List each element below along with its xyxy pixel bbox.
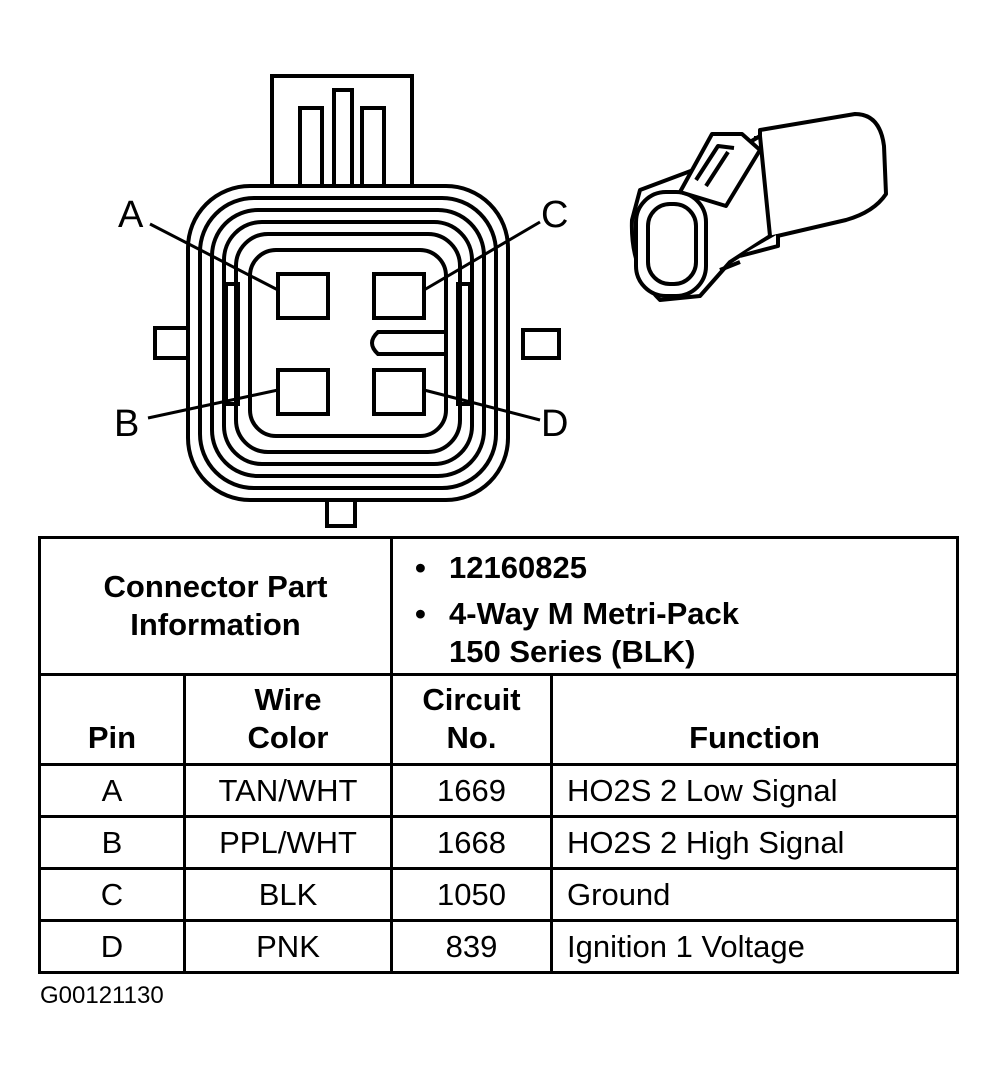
terminal-d <box>372 368 426 416</box>
table-row: A TAN/WHT 1669 HO2S 2 Low Signal <box>38 763 960 818</box>
row-circuit: 1050 <box>390 867 554 922</box>
pin-label-a: A <box>118 194 144 236</box>
column-header-row: Pin Wire Color Circuit No. Function <box>38 673 960 766</box>
row-pin: D <box>38 919 186 974</box>
terminal-b <box>276 368 330 416</box>
header-wire-color: Wire Color <box>182 673 394 766</box>
table-row: C BLK 1050 Ground <box>38 867 960 922</box>
connector-3d-view <box>629 112 888 302</box>
row-wire-color: BLK <box>182 867 394 922</box>
header-wire-color-line2: Color <box>247 720 329 755</box>
terminal-a <box>276 272 330 320</box>
leader-line-c <box>423 220 541 292</box>
figure-code: G00121130 <box>40 982 164 1009</box>
row-pin: B <box>38 815 186 870</box>
part-description: 4-Way M Metri-Pack 150 Series (BLK) <box>415 595 956 671</box>
connector-part-info-label: Connector Part Information <box>37 536 394 676</box>
connector-info-row: Connector Part Information 12160825 4-Wa… <box>37 536 960 676</box>
connector-pinout-table: Connector Part Information 12160825 4-Wa… <box>37 536 960 974</box>
part-description-line1: 4-Way M Metri-Pack <box>449 596 740 631</box>
header-circuit-line1: Circuit <box>422 682 521 717</box>
header-pin: Pin <box>38 673 186 766</box>
row-wire-color: PNK <box>182 919 394 974</box>
pin-label-d: D <box>541 403 569 445</box>
connector-face-view <box>147 74 561 528</box>
table-row: D PNK 839 Ignition 1 Voltage <box>38 919 960 974</box>
row-function: Ignition 1 Voltage <box>550 919 960 974</box>
row-pin: A <box>38 763 186 818</box>
terminal-c <box>372 272 426 320</box>
row-function: HO2S 2 High Signal <box>550 815 960 870</box>
header-function: Function <box>550 673 960 766</box>
connector-diagram <box>147 74 888 528</box>
table-row: B PPL/WHT 1668 HO2S 2 High Signal <box>38 815 960 870</box>
row-function: Ground <box>550 867 960 922</box>
pin-label-c: C <box>541 194 569 236</box>
part-description-line2: 150 Series (BLK) <box>449 634 696 669</box>
row-function: HO2S 2 Low Signal <box>550 763 960 818</box>
connector-part-details: 12160825 4-Way M Metri-Pack 150 Series (… <box>390 536 960 676</box>
row-pin: C <box>38 867 186 922</box>
row-wire-color: TAN/WHT <box>182 763 394 818</box>
part-number: 12160825 <box>415 549 956 587</box>
leader-line-a <box>149 222 279 292</box>
row-circuit: 1669 <box>390 763 554 818</box>
header-circuit-line2: No. <box>446 720 497 755</box>
row-circuit: 1668 <box>390 815 554 870</box>
header-wire-color-line1: Wire <box>254 682 322 717</box>
pin-label-b: B <box>114 403 140 445</box>
connector-info-label-line1: Connector Part <box>103 569 328 604</box>
leader-line-d <box>423 388 541 422</box>
connector-info-label-line2: Information <box>130 607 301 642</box>
row-circuit: 839 <box>390 919 554 974</box>
row-wire-color: PPL/WHT <box>182 815 394 870</box>
leader-line-b <box>147 388 279 420</box>
header-circuit: Circuit No. <box>390 673 554 766</box>
